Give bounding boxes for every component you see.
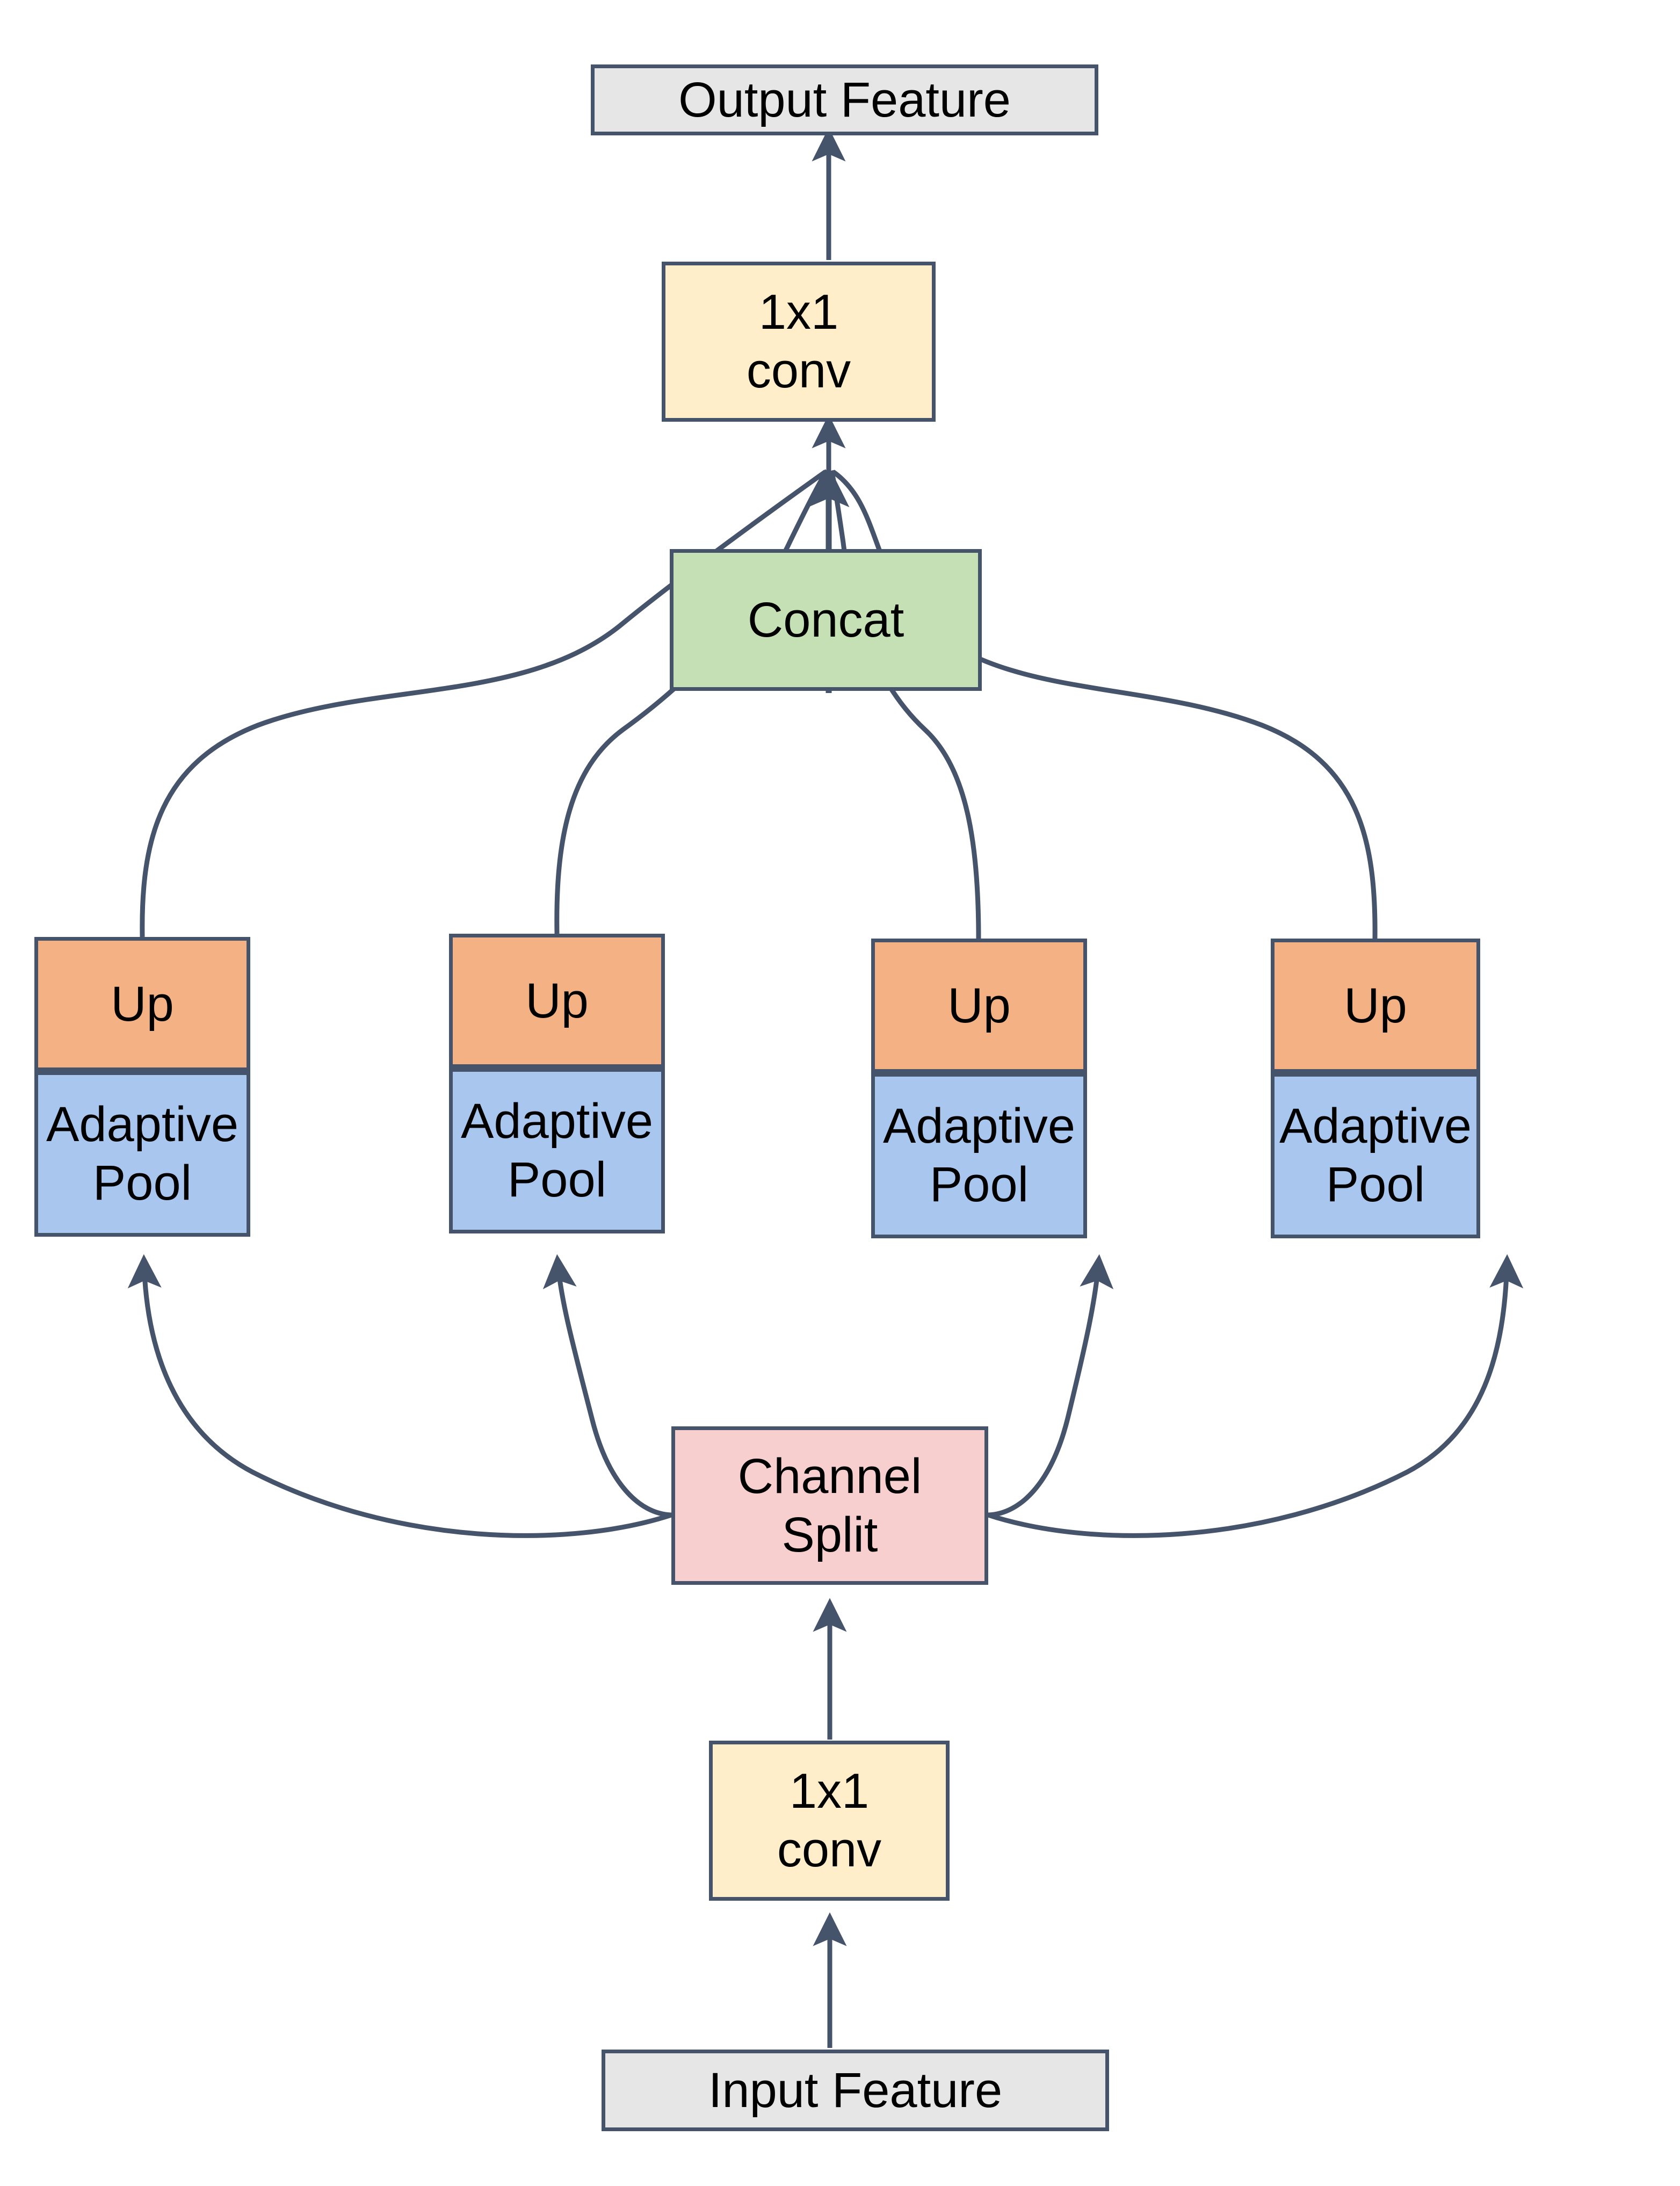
edge-up-2-to-concat: [554, 469, 829, 934]
node-channel-split[interactable]: Channel Split: [671, 1426, 988, 1585]
edge-split-to-pool-2: [542, 1254, 672, 1518]
node-conv-top[interactable]: 1x1 conv: [662, 262, 936, 422]
node-concat[interactable]: Concat: [670, 549, 982, 691]
node-input-feature[interactable]: Input Feature: [602, 2050, 1109, 2131]
node-adaptive-pool-2[interactable]: Adaptive Pool: [449, 1068, 665, 1233]
node-up-4[interactable]: Up: [1271, 939, 1480, 1073]
node-output-feature[interactable]: Output Feature: [591, 64, 1098, 135]
node-up-1[interactable]: Up: [34, 937, 250, 1071]
edge-split-to-pool-1: [127, 1254, 672, 1538]
edge-up-3-to-concat: [829, 470, 981, 939]
node-adaptive-pool-1[interactable]: Adaptive Pool: [34, 1071, 250, 1237]
node-conv-bottom[interactable]: 1x1 conv: [709, 1741, 950, 1901]
node-adaptive-pool-3[interactable]: Adaptive Pool: [871, 1073, 1087, 1238]
edge-split-to-pool-4: [987, 1254, 1524, 1538]
edge-up-1-to-concat: [140, 470, 827, 937]
node-up-2[interactable]: Up: [449, 934, 665, 1068]
edge-split-to-pool-3: [988, 1254, 1114, 1518]
edge-up-4-to-concat: [831, 470, 1378, 939]
node-up-3[interactable]: Up: [871, 939, 1087, 1073]
node-adaptive-pool-4[interactable]: Adaptive Pool: [1271, 1073, 1480, 1238]
